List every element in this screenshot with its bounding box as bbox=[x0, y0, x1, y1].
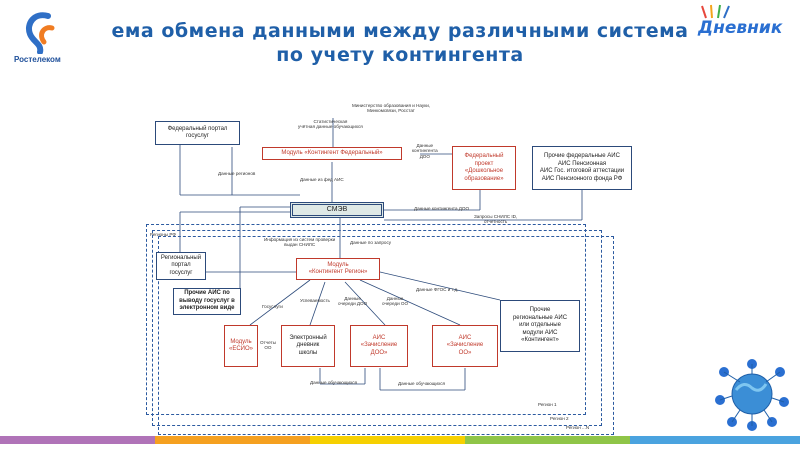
module-esio-box: Модуль «ЕСИО» bbox=[224, 325, 258, 367]
page-title-line2: по учету контингента bbox=[276, 44, 524, 66]
data-regions-label: Данные регионов bbox=[218, 171, 256, 176]
data-students1-label: Данные обучающихся bbox=[310, 380, 358, 385]
module-region-box: Модуль «Контингент Регион» bbox=[296, 258, 380, 280]
federal-portal-box: Федеральный портал госуслуг bbox=[155, 121, 240, 145]
ministry-label: Министерство образования и Науки, Минком… bbox=[352, 103, 431, 114]
region-1-frame bbox=[146, 224, 586, 415]
region-2-frame bbox=[152, 230, 602, 426]
other-regional-ais-box: Прочие региональные АИС или отдельные мо… bbox=[500, 300, 580, 352]
other-ais-service-box: Прочие АИС по выводу госуслуг в электрон… bbox=[173, 288, 241, 315]
rostelecom-logo-icon bbox=[26, 12, 55, 55]
data-students2-label: Данные обучающихся bbox=[398, 381, 446, 386]
bottom-stripe-yellow bbox=[310, 436, 465, 444]
other-federal-ais-box: Прочие федеральные АИС АИС Пенсионная АИ… bbox=[532, 146, 632, 190]
smev-box: СМЭВ bbox=[290, 202, 384, 218]
uspevaemost-label: Успеваемость bbox=[300, 298, 330, 303]
diary-logo-icon bbox=[700, 4, 740, 20]
requests-label: Запросы СНИЛС ID, отчетность bbox=[474, 214, 518, 225]
data-fed-ais-label: Данные из фед АИС bbox=[300, 177, 344, 182]
data-queue-oo-label: Данные очереди ОО bbox=[382, 296, 409, 307]
ais-oo-box: АИС «Зачисление ОО» bbox=[432, 325, 498, 367]
globe-network-icon bbox=[712, 356, 792, 432]
module-federal-box: Модуль «Контингент Федеральный» bbox=[262, 147, 402, 160]
info-snils-label: Информация из систем проверки выдан СНИЛ… bbox=[264, 237, 336, 248]
data-doo2-label: Данные контингента ДОО bbox=[414, 206, 470, 211]
bottom-stripe-green bbox=[465, 436, 630, 444]
bottom-stripe-orange bbox=[155, 436, 310, 444]
federal-project-box: Федеральный проект «Дошкольное образован… bbox=[452, 146, 516, 190]
bottom-stripe-blue bbox=[630, 436, 800, 444]
data-request-label: Данные по запросу bbox=[350, 240, 392, 245]
region-n-frame bbox=[158, 236, 614, 435]
rostelecom-logo bbox=[18, 10, 62, 55]
bottom-stripe-purple bbox=[0, 436, 155, 444]
regional-portal-box: Региональный портал госуслуг bbox=[156, 252, 206, 280]
region-2-label: Регион 2 bbox=[550, 416, 569, 421]
otchety-label: Отчеты ОО bbox=[260, 340, 276, 351]
ais-doo-box: АИС «Зачисление ДОО» bbox=[350, 325, 408, 367]
stat-label: Статистическая учётная данные обучающихс… bbox=[298, 119, 363, 130]
page-title-line1: ема обмена данными между различными сист… bbox=[111, 20, 689, 42]
data-fgos-label: Данные ФГОС и т.д. bbox=[416, 287, 459, 292]
data-queue-doo-label: Данные очереди ДОО bbox=[338, 296, 368, 307]
region-1-label: Регион 1 bbox=[538, 402, 557, 407]
subjects-rf-label: Регионы РФ bbox=[150, 232, 176, 237]
electronic-diary-box: Электронный дневник школы bbox=[281, 325, 335, 367]
gos-uslugi-label: Госуслуги bbox=[262, 304, 283, 309]
diary-logo-text: Дневник bbox=[698, 18, 783, 38]
region-n-label: Регион ...N bbox=[566, 425, 590, 430]
data-doo-label: Данные контингента ДОО bbox=[412, 143, 438, 159]
rostelecom-logo-text: Ростелеком bbox=[14, 55, 61, 64]
